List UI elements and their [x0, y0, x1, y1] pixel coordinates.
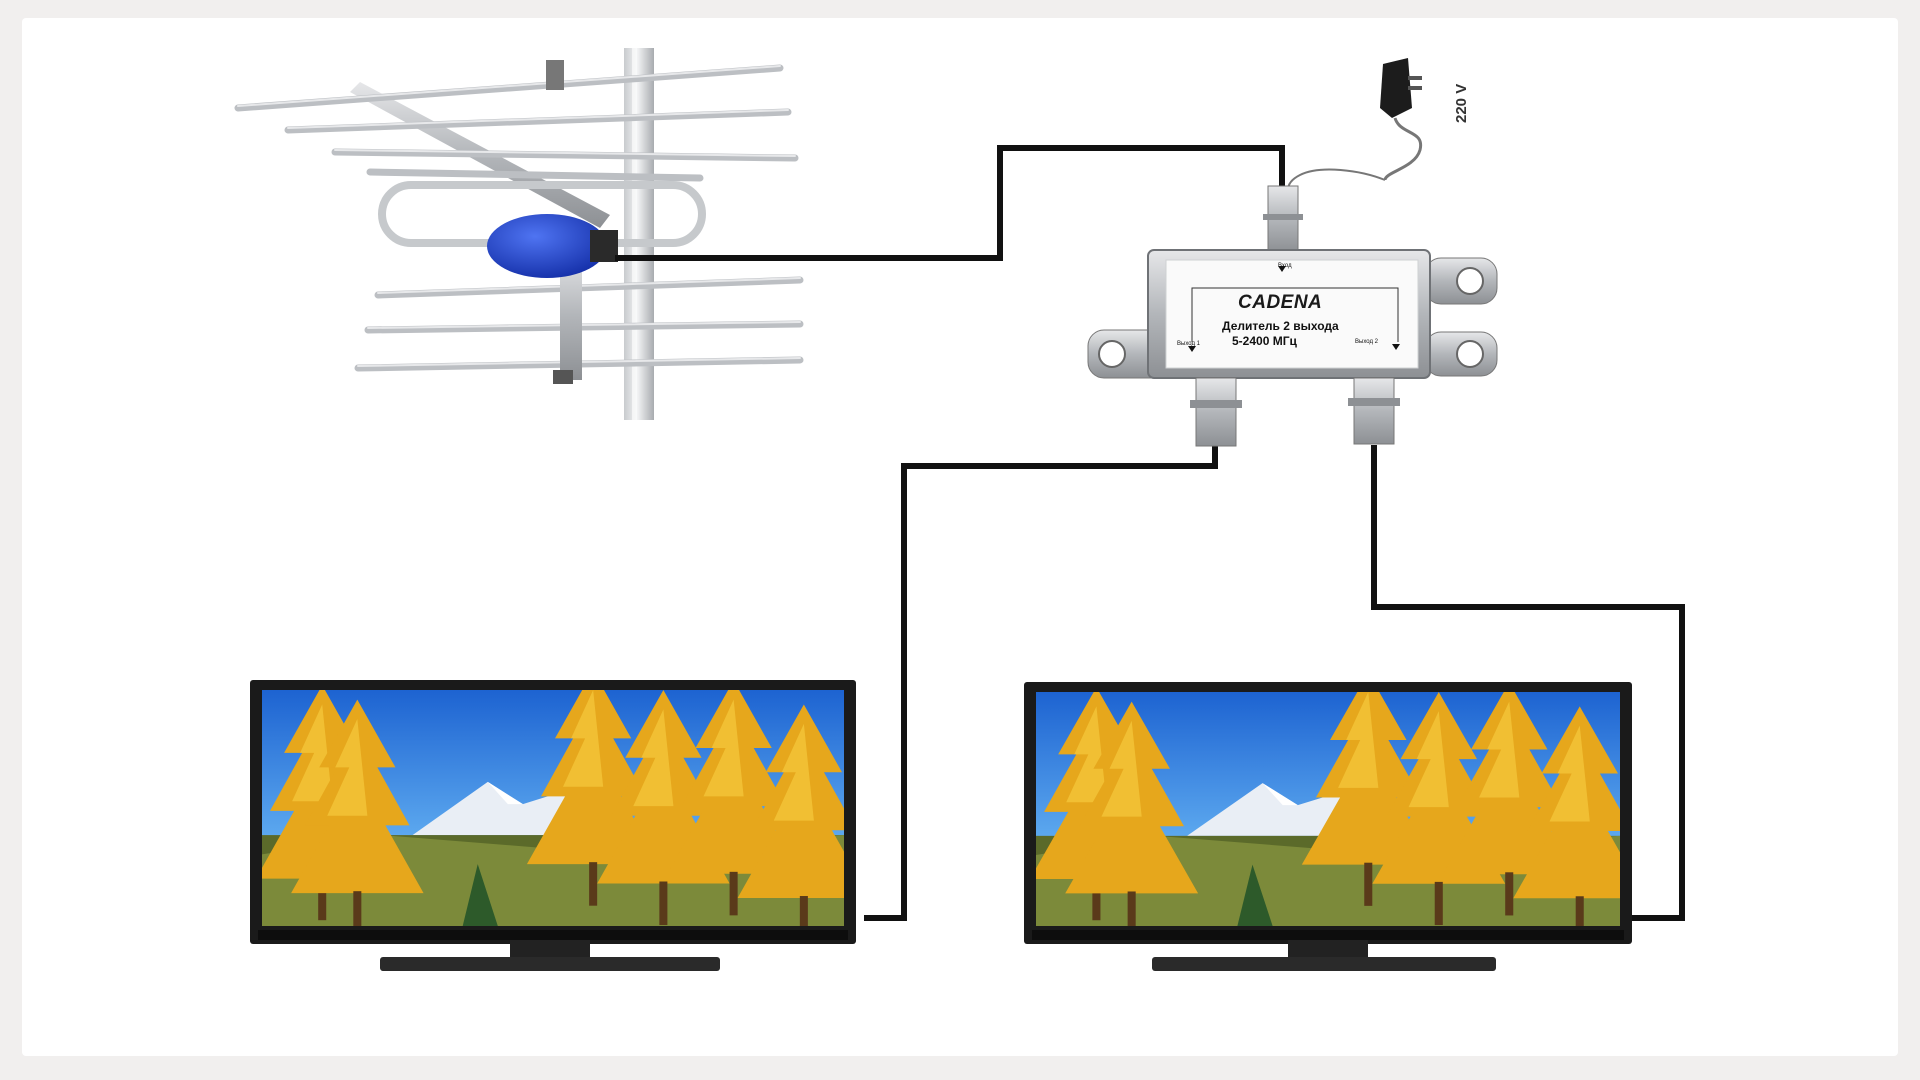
tv-left-screen	[256, 671, 870, 940]
antenna-upper-elements	[234, 64, 799, 182]
tv-right-stand	[1152, 957, 1496, 971]
splitter-brand-label: CADENA	[1238, 292, 1323, 313]
tv-left-stand	[380, 957, 720, 971]
splitter-port-out1-label: Выход 1	[1177, 341, 1200, 347]
splitter-output-1-connector	[1195, 377, 1237, 447]
cable-splitter-to-tv-right	[1371, 445, 1685, 921]
splitter-description-line2: 5-2400 МГц	[1232, 334, 1297, 348]
splitter-port-out2-label: Выход 2	[1355, 339, 1378, 345]
splitter-port-in-label: Вход	[1278, 263, 1292, 269]
antenna-amplifier	[487, 214, 607, 278]
power-adapter	[1287, 58, 1423, 191]
splitter-description-line1: Делитель 2 выхода	[1222, 319, 1339, 333]
splitter-label-panel	[1165, 259, 1419, 369]
power-voltage-label: 220 V	[1453, 83, 1470, 123]
splitter	[1087, 185, 1498, 447]
splitter-output-2-connector	[1353, 377, 1395, 445]
tv-right	[1024, 673, 1646, 971]
tv-left	[250, 671, 870, 971]
cables	[615, 145, 1685, 921]
cable-splitter-to-tv-left	[864, 445, 1218, 921]
cable-antenna-to-splitter	[615, 145, 1285, 261]
antenna	[234, 48, 804, 420]
tv-right-screen	[1030, 673, 1646, 940]
antenna-mast	[624, 48, 654, 420]
